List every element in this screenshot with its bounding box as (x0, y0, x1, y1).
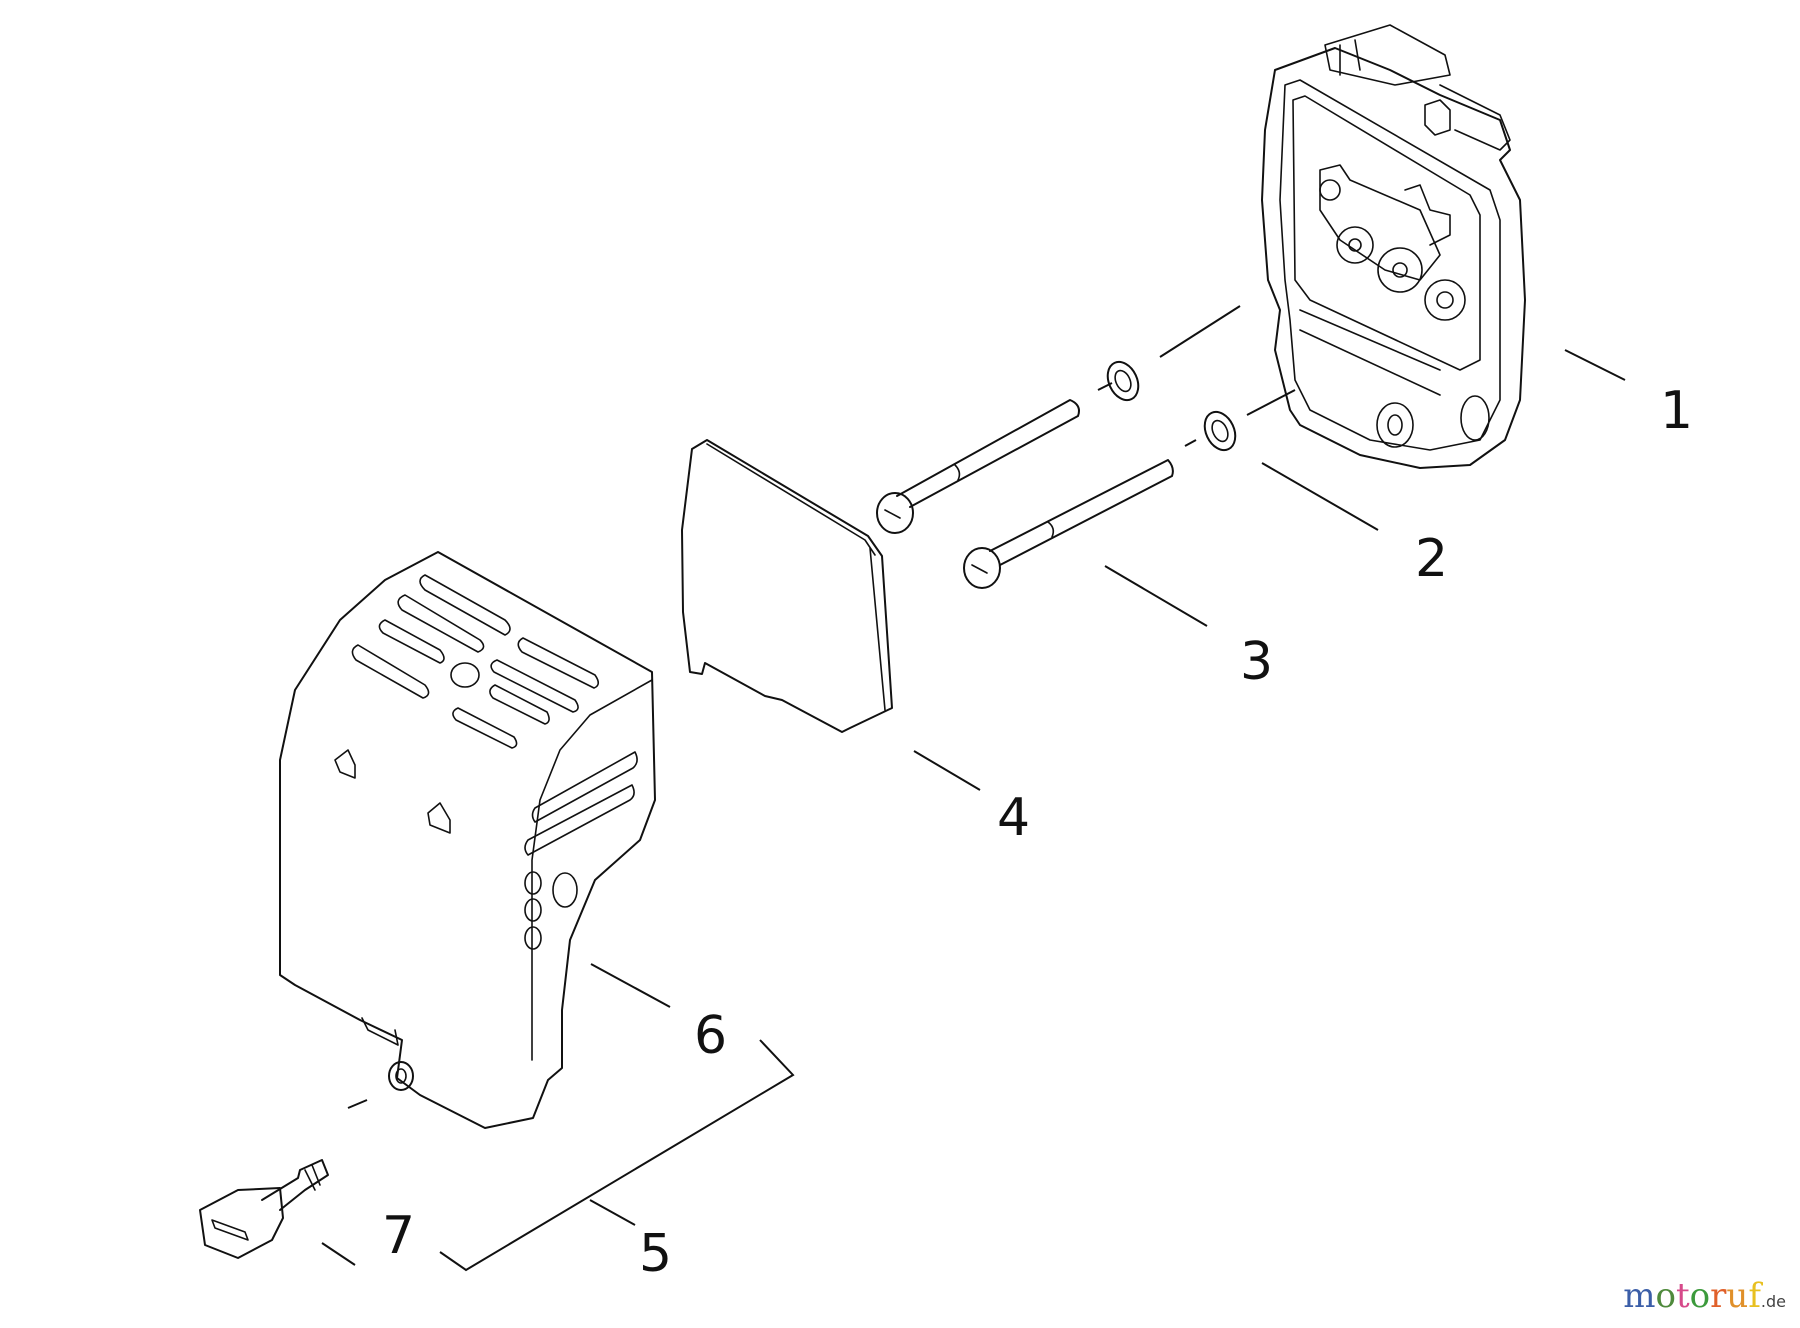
watermark-letter: m (1623, 1276, 1656, 1316)
watermark-letter: f (1748, 1276, 1761, 1316)
callout-3: 3 (1240, 632, 1274, 692)
callout-2: 2 (1415, 529, 1449, 589)
screws (876, 399, 1208, 627)
air-filter-housing (1261, 24, 1626, 469)
watermark-suffix: .de (1760, 1292, 1786, 1311)
knob-screw (199, 1099, 368, 1266)
callout-4: 4 (997, 788, 1031, 848)
watermark-letter: r (1710, 1276, 1727, 1316)
air-cleaner-cover (279, 551, 671, 1129)
watermark-logo: motoruf.de (1623, 1276, 1786, 1316)
alignment-line (1184, 439, 1197, 447)
washers (1106, 360, 1379, 531)
alignment-line (1246, 389, 1296, 416)
watermark-letter: t (1675, 1276, 1690, 1316)
callout-6: 6 (694, 1006, 728, 1066)
callout-7: 7 (382, 1206, 416, 1266)
callout-1: 1 (1660, 381, 1694, 441)
assembly-bracket (439, 1039, 795, 1272)
watermark-letter: u (1726, 1276, 1749, 1316)
filter-element (681, 439, 981, 791)
alignment-line (1159, 305, 1241, 358)
callout-5: 5 (639, 1224, 673, 1284)
watermark-letter: o (1655, 1276, 1676, 1316)
watermark-letter: o (1689, 1276, 1711, 1316)
